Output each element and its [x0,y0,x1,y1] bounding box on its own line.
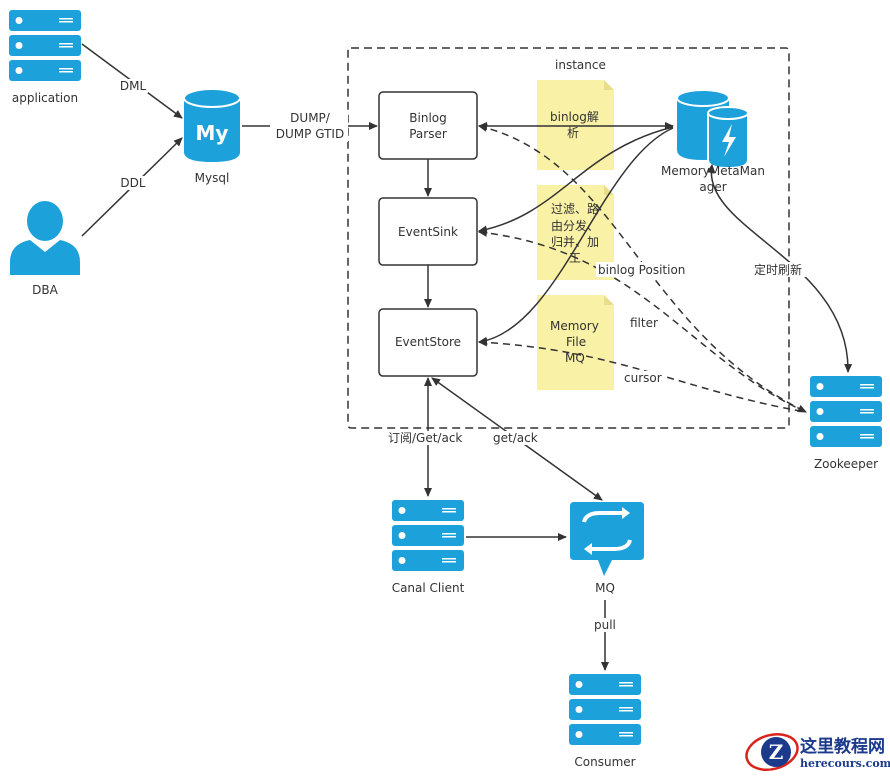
note-sink-line3: 归并、加 [551,235,599,249]
binlog-parser-box[interactable]: Binlog Parser [378,91,478,160]
zookeeper-server-icon [810,376,882,447]
instance-label: instance [555,58,606,72]
binlog-parser-label-1: Binlog [409,111,446,125]
zookeeper-label: Zookeeper [814,457,878,471]
application-label: application [12,91,78,105]
ddl-label: DDL [120,176,145,190]
mysql-logo-text: My [196,121,229,145]
refresh-label: 定时刷新 [754,262,802,277]
mq-icon [570,502,644,576]
consumer-server-icon [569,674,641,745]
note-sink-line1: 过滤、路 [551,201,599,216]
dba-label: DBA [32,283,58,297]
mysql-database-icon: My [183,88,241,162]
dba-user-icon [10,201,80,275]
event-sink-label: EventSink [398,225,458,239]
subscribe-label: 订阅/Get/ack [388,431,462,445]
event-store-box[interactable]: EventStore [378,308,478,377]
application-server-icon [9,10,81,81]
pull-label: pull [594,618,616,632]
binlog-parser-label-2: Parser [409,127,447,141]
cursor-label: cursor [624,371,662,385]
note-binlog-parse: binlog解 析 [537,80,614,170]
binlog-position-label: binlog Position [598,263,685,277]
note-binlog-parse-line1: binlog解 [550,110,599,124]
dml-label: DML [120,79,147,93]
dump-label-1: DUMP/ [290,111,331,125]
note-store-line1: Memory [550,319,599,333]
dump-label-2: DUMP GTID [276,127,344,141]
meta-manager-label-1: MemoryMetaMan [661,164,765,178]
get-ack-label: get/ack [493,431,538,445]
mysql-label: Mysql [195,171,230,185]
note-binlog-parse-line2: 析 [567,126,579,140]
watermark-logo-letter: Z [769,740,784,764]
watermark-site-en: herecours.com [800,757,890,770]
canal-client-server-icon [392,500,464,571]
note-store-line2: File [566,335,586,349]
meta-zookeeper-arrow [706,164,853,373]
watermark: Z 这里教程网 herecours.com [745,733,890,771]
canal-client-label: Canal Client [392,581,465,595]
meta-manager-database-icon [676,89,749,170]
filter-label: filter [630,316,658,330]
event-sink-box[interactable]: EventSink [378,197,478,266]
mq-label: MQ [595,581,615,595]
event-store-label: EventStore [395,335,461,349]
sink-zookeeper-dashed [478,228,807,413]
watermark-site-cn: 这里教程网 [800,736,885,757]
consumer-label: Consumer [574,755,635,769]
note-store-types: Memory File MQ [537,295,614,390]
